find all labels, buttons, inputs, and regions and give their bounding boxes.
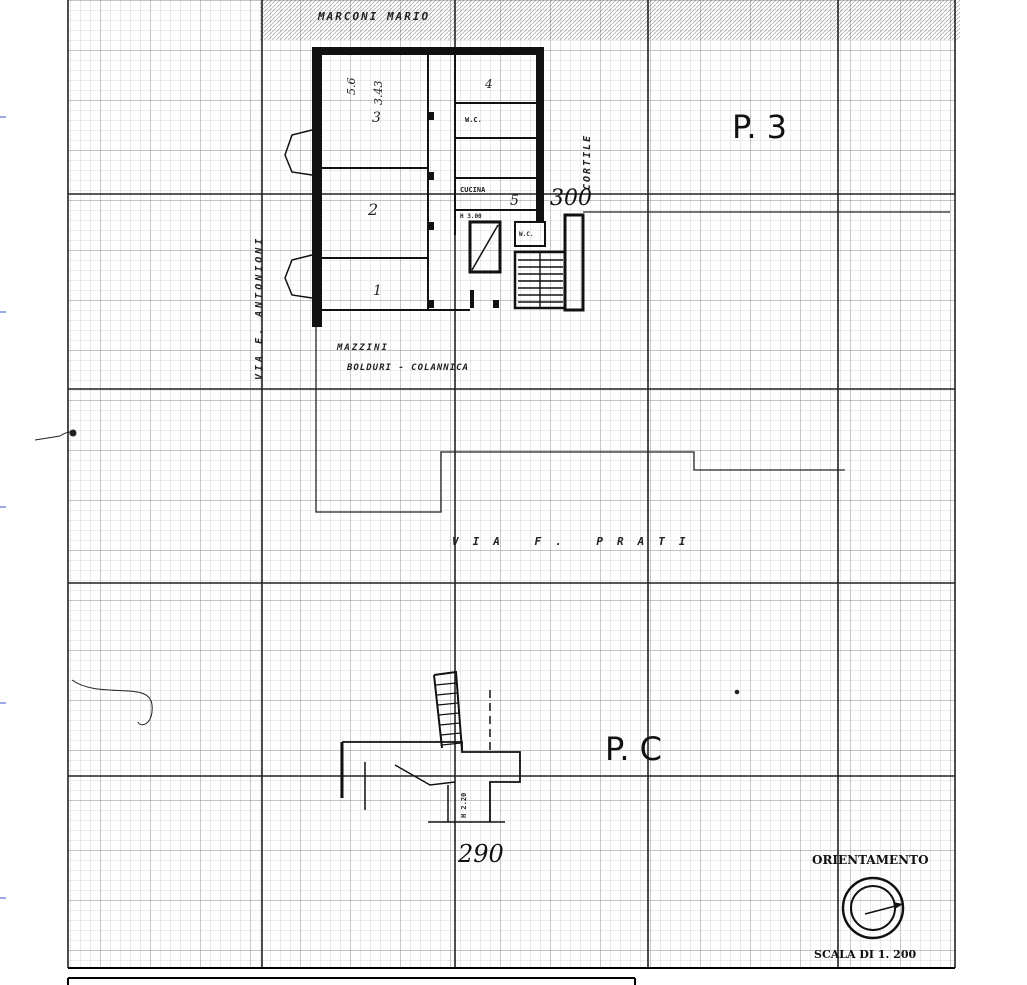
street-top-label: MARCONI MARIO <box>317 10 430 23</box>
owners-label: MAZZINI <box>336 343 389 353</box>
graph-paper-grid <box>68 0 956 968</box>
north-arrow-compass <box>841 876 905 940</box>
title-block-frame <box>67 967 955 985</box>
height-top-label: H 3.00 <box>460 213 482 220</box>
room-number-4: 4 <box>484 77 493 91</box>
courtyard-label: CORTILE <box>582 134 593 190</box>
owners-label-2: BOLDURI - COLANNICA <box>346 363 469 373</box>
wc-label: W.C. <box>465 116 482 124</box>
street-left-label: VIA E. ANTONIONI <box>254 236 265 380</box>
major-grid-lines <box>67 0 956 968</box>
wc-label-2: W.C. <box>519 231 533 238</box>
room-number-5: 5 <box>510 193 519 209</box>
upper-floor-plan <box>284 47 950 513</box>
height-bottom-label: H 2.20 <box>460 793 468 818</box>
handwritten-300: 300 <box>550 186 592 211</box>
room-number-1: 1 <box>373 283 382 299</box>
margin-ticks <box>0 116 6 899</box>
orientation-label: ORIENTAMENTO <box>812 853 929 867</box>
street-bottom-label: VIA F. PRATI <box>452 535 699 548</box>
handwritten-290: 290 <box>457 840 504 868</box>
room-number-2: 2 <box>367 200 378 219</box>
pencil-marks <box>34 429 740 726</box>
room-area-1: 5.6 <box>345 78 358 96</box>
floor-label-upper: P. 3 <box>732 108 787 146</box>
scale-label: SCALA DI 1. 200 <box>814 948 916 961</box>
room-number-3: 3 <box>372 110 381 126</box>
ground-floor-plan <box>340 670 521 823</box>
room-area-2: 3.43 <box>372 81 385 106</box>
floor-label-ground: P. C <box>605 730 662 768</box>
kitchen-label: CUCINA <box>460 186 486 194</box>
